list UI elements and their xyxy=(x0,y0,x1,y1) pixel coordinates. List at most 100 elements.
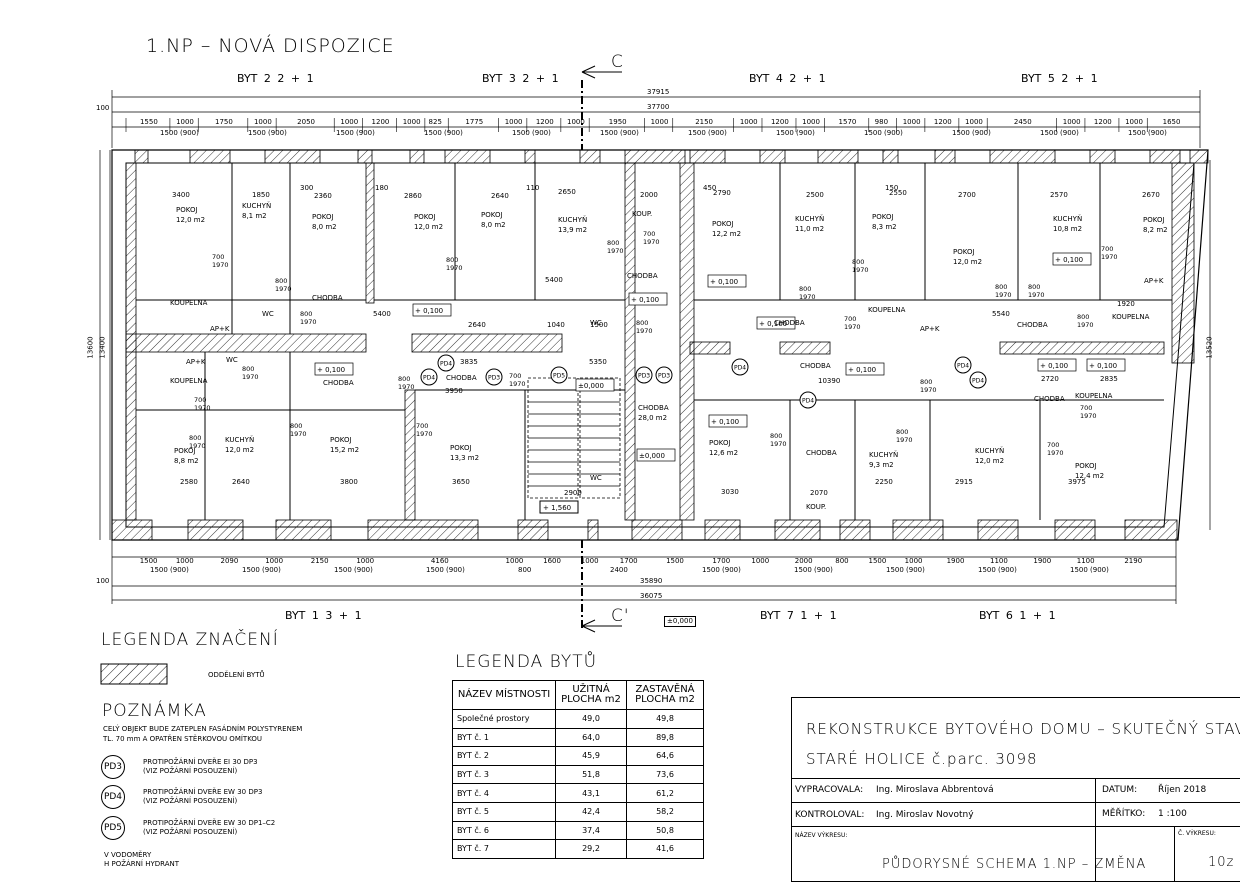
top-chain-dim: 1000 xyxy=(254,118,272,126)
bottom-chain-dim: 1000 xyxy=(751,557,769,565)
room-name: CHODBA xyxy=(638,404,669,412)
fire-door-circle xyxy=(799,391,817,409)
note-v: V VODOMĚRY xyxy=(104,851,152,859)
fire-door-code: PD3 xyxy=(658,373,670,380)
row-useful-area: 64,0 xyxy=(555,727,627,748)
row-built-area: 49,8 xyxy=(626,709,704,729)
row-useful-area: 45,9 xyxy=(555,746,627,766)
inner-dim: 2360 xyxy=(314,192,332,200)
door-height: 1970 xyxy=(643,238,660,246)
room-area: 8,8 m2 xyxy=(174,457,199,465)
door-height: 1970 xyxy=(275,285,292,293)
legend-flats-table: NÁZEV MÍSTNOSTI UŽITNÁ PLOCHA m2 ZASTAVĚ… xyxy=(452,680,704,859)
door-width: 700 xyxy=(1047,441,1059,449)
door-height: 1970 xyxy=(920,386,937,394)
row-name: BYT č. 7 xyxy=(452,839,556,859)
top-chain-dim: 1570 xyxy=(839,118,857,126)
room-name: POKOJ xyxy=(1075,462,1097,470)
apartment-label-byt2: BYT 2 2 + 1 xyxy=(237,72,314,85)
door-width: 700 xyxy=(416,422,428,430)
top-opening-dim: 1500 (900) xyxy=(952,129,991,137)
hatch-label: ODDĚLENÍ BYTŮ xyxy=(208,671,265,679)
bottom-opening-dim: 1500 (900) xyxy=(242,566,281,574)
inner-dim: 1920 xyxy=(1117,300,1135,308)
door-width: 700 xyxy=(212,253,224,261)
wc-label: WC xyxy=(590,474,602,482)
inner-dim: 2500 xyxy=(806,191,824,199)
pd3-desc-1: PROTIPOŽÁRNÍ DVEŘE EI 30 DP3 xyxy=(143,758,258,766)
wc-label: WC xyxy=(590,319,602,327)
apartment-label-byt3: BYT 3 2 + 1 xyxy=(482,72,559,85)
checked-label: KONTROLOVAL: xyxy=(795,810,865,820)
room-name: KUCHYŇ xyxy=(558,215,587,224)
bottom-chain-dim: 1000 xyxy=(581,557,599,565)
dimension-lines-top xyxy=(111,90,1201,148)
room-name: POKOJ xyxy=(330,436,352,444)
inner-dim: 1850 xyxy=(252,191,270,199)
inner-dim: 450 xyxy=(703,184,716,192)
note-title: POZNÁMKA xyxy=(102,701,207,721)
fire-door-code: PD4 xyxy=(440,361,452,368)
top-opening-dim: 1500 (900) xyxy=(160,129,199,137)
level-mark-box xyxy=(314,362,354,376)
top-chain-dim: 1000 xyxy=(965,118,983,126)
door-width: 700 xyxy=(194,396,206,404)
col-header-useful: UŽITNÁ PLOCHA m2 xyxy=(555,680,627,710)
bottom-chain-dim: 1100 xyxy=(1077,557,1095,565)
top-chain-dim: 1000 xyxy=(505,118,523,126)
level-mark: + 1,560 xyxy=(543,504,571,512)
inner-dim: 2835 xyxy=(1100,375,1118,383)
door-height: 1970 xyxy=(1101,253,1118,261)
top-chain-dim: 1000 xyxy=(651,118,669,126)
door-height: 1970 xyxy=(607,247,624,255)
inner-dim: 2860 xyxy=(404,192,422,200)
pd5-symbol: PD5 xyxy=(101,816,125,840)
top-chain-dim: 980 xyxy=(875,118,888,126)
inner-dim: 5540 xyxy=(992,310,1010,318)
room-name: POKOJ xyxy=(176,206,198,214)
apk-label: AP+K xyxy=(210,325,230,333)
level-mark: + 0,100 xyxy=(415,307,443,315)
pd5-desc-1: PROTIPOŽÁRNÍ DVEŘE EW 30 DP1–C2 xyxy=(143,819,276,827)
apk-label: AP+K xyxy=(186,358,206,366)
pd4-desc-2: (VIZ POŽÁRNÍ POSOUZENÍ) xyxy=(143,797,238,805)
bottom-chain-dim: 1900 xyxy=(947,557,965,565)
project-line-2: STARÉ HOLICE č.parc. 3098 xyxy=(806,750,1038,768)
level-mark-box xyxy=(539,500,579,514)
door-height: 1970 xyxy=(416,430,433,438)
fire-door-code: PD4 xyxy=(423,375,435,382)
dimension-lines-bottom xyxy=(111,540,1177,604)
bottom-chain-dim: 1100 xyxy=(990,557,1008,565)
room-area: 12,0 m2 xyxy=(176,216,205,224)
wc-label: WC xyxy=(226,356,238,364)
inner-dim: 2250 xyxy=(875,478,893,486)
top-chain-dim: 1550 xyxy=(140,118,158,126)
inner-dim: 180 xyxy=(375,184,388,192)
top-opening-dim: 1500 (900) xyxy=(1128,129,1167,137)
fire-door-circle xyxy=(655,366,673,384)
room-chodba: CHODBA xyxy=(1017,321,1048,329)
inner-dim: 2580 xyxy=(180,478,198,486)
inner-dim: 2700 xyxy=(958,191,976,199)
top-chain-dim: 1000 xyxy=(740,118,758,126)
inner-dim: 3835 xyxy=(460,358,478,366)
fire-door-code: PD4 xyxy=(972,378,984,385)
bottom-chain-dim: 1500 xyxy=(666,557,684,565)
scale-value: 1 :100 xyxy=(1158,809,1187,819)
pd3-symbol: PD3 xyxy=(101,755,125,779)
inner-dim: 2000 xyxy=(640,191,658,199)
drawn-by-label: VYPRACOVALA: xyxy=(795,785,864,795)
apartment-label-byt4: BYT 4 2 + 1 xyxy=(749,72,826,85)
level-mark-box xyxy=(575,378,615,392)
door-width: 800 xyxy=(770,432,782,440)
dim-top-overall-2: 37700 xyxy=(647,103,670,111)
bottom-chain-dim: 1700 xyxy=(712,557,730,565)
drawing-no: 10z xyxy=(1208,855,1235,870)
inner-dim: 2640 xyxy=(232,478,250,486)
dim-bottom-overall-2: 36075 xyxy=(640,592,663,600)
drawing-name-label: NÁZEV VÝKRESU: xyxy=(795,832,848,839)
door-height: 1970 xyxy=(290,430,307,438)
